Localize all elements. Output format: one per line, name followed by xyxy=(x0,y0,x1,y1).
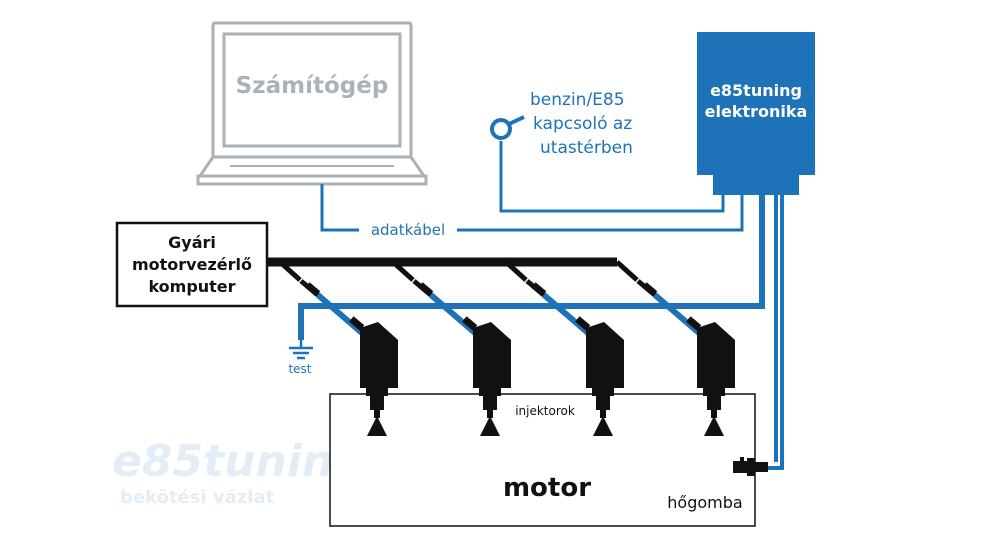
temp-sensor-icon xyxy=(733,457,768,476)
laptop-icon xyxy=(196,21,428,186)
switch-label-3: utastérben xyxy=(540,138,633,158)
ground-label: test xyxy=(288,362,311,376)
factory-ecu-label-3: komputer xyxy=(148,277,235,296)
switch-label-2: kapcsoló az xyxy=(533,114,632,134)
ground-icon xyxy=(289,340,313,360)
watermark-subtitle: bekötési vázlat xyxy=(120,487,275,508)
injector-connector-cable xyxy=(299,279,365,336)
data-cable-label: adatkábel xyxy=(371,221,445,239)
watermark-logo: e85tuning xyxy=(112,436,365,487)
blue-injector-harness xyxy=(298,194,765,340)
e85-electronics-box xyxy=(697,32,815,195)
injectors-label: injektorok xyxy=(515,404,575,418)
injector-3 xyxy=(525,279,624,436)
injector-4 xyxy=(636,279,735,436)
factory-ecu-box xyxy=(115,221,269,308)
e85-box-label-1: e85tuning xyxy=(710,81,802,100)
computer-label: Számítógép xyxy=(236,73,389,99)
switch-wire xyxy=(499,141,725,213)
engine-label: motor xyxy=(503,473,591,503)
injector-2 xyxy=(412,279,511,436)
data-cable xyxy=(320,184,744,232)
factory-ecu-label-2: motorvezérlő xyxy=(132,255,252,274)
engine-block xyxy=(329,393,756,527)
factory-harness-drops xyxy=(278,260,639,282)
watermark: e85tuning bekötési vázlat xyxy=(112,436,365,508)
injector-1 xyxy=(299,279,398,436)
switch-icon xyxy=(490,115,525,140)
temp-sensor-wire xyxy=(768,194,784,470)
switch-label-1: benzin/E85 xyxy=(530,90,625,110)
temp-sensor-label: hőgomba xyxy=(667,493,742,512)
factory-ecu-label-1: Gyári xyxy=(168,233,216,252)
e85-box-label-2: elektronika xyxy=(705,102,808,121)
